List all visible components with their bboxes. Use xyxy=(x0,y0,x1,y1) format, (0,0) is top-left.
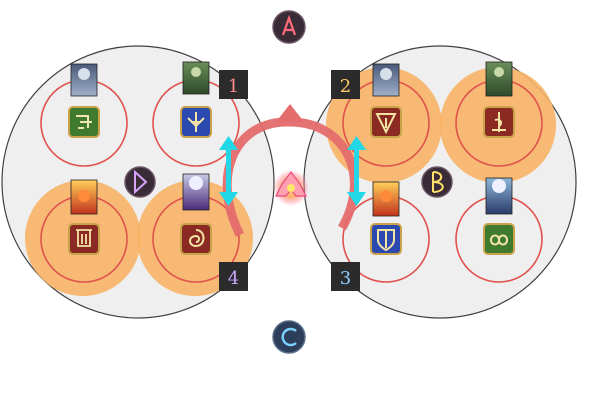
paladin-like-tank-icon xyxy=(370,223,402,255)
scholar-like-healer-icon xyxy=(68,106,100,138)
double-arrow-left xyxy=(219,136,238,206)
debuff-portraits xyxy=(70,61,513,217)
waymark-b xyxy=(421,166,453,198)
waymark-a xyxy=(272,10,306,44)
svg-text:4: 4 xyxy=(228,268,239,289)
boss-center-icon xyxy=(273,170,309,206)
svg-text:1: 1 xyxy=(228,76,239,97)
svg-text:3: 3 xyxy=(340,268,351,289)
warrior-like-tank-icon xyxy=(483,106,515,138)
waymark-c xyxy=(272,320,306,354)
waymark-tag-1: 1 xyxy=(219,70,248,99)
dragoon-like-melee-icon xyxy=(180,106,212,138)
waymark-tag-3: 3 xyxy=(331,262,360,291)
debuff-l2 xyxy=(182,61,210,95)
waymark-d xyxy=(124,166,156,198)
blackmage-like-caster-icon xyxy=(180,223,212,255)
movement-arc-head xyxy=(276,104,304,122)
svg-text:2: 2 xyxy=(340,76,351,97)
debuff-l3 xyxy=(70,179,98,215)
waymark-tag-2: 2 xyxy=(331,70,360,99)
waymark-tag-4: 4 xyxy=(219,262,248,291)
double-arrow-right xyxy=(347,136,366,206)
monk-like-melee-icon xyxy=(68,223,100,255)
sage-like-healer-icon xyxy=(483,223,515,255)
bard-like-ranged-icon xyxy=(370,106,402,138)
